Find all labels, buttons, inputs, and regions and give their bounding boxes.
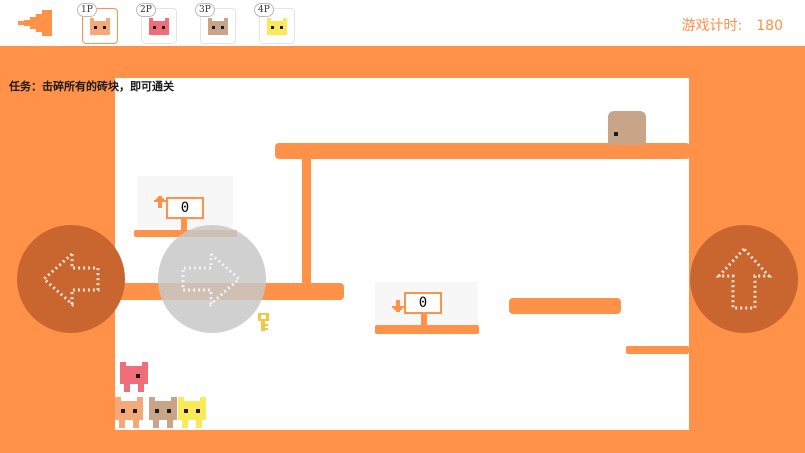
key-icon (258, 313, 269, 331)
yellow-cat (178, 397, 206, 428)
jump-button[interactable] (689, 224, 799, 334)
jump-button-bg (690, 225, 798, 333)
top-bar (0, 0, 805, 46)
pink-cat-icon (149, 18, 169, 35)
middle-right-platform (509, 298, 621, 314)
vertical-wall (302, 156, 311, 288)
pink-cat (120, 362, 148, 392)
top-platform (275, 143, 690, 159)
move-left-button[interactable] (16, 224, 126, 334)
yellow-cat-icon (267, 18, 287, 35)
tan-cat (149, 397, 177, 428)
task-text: 任务：击碎所有的砖块，即可通关 (9, 80, 174, 93)
switch-post-down (421, 313, 427, 326)
switch-base-down (375, 325, 479, 334)
player-slot-4p[interactable]: 4P (254, 3, 295, 44)
switch-counter-down: 0 (404, 292, 442, 314)
move-right-button[interactable] (157, 224, 267, 334)
player-tag-2p: 2P (136, 3, 156, 17)
move-left-button-bg (17, 225, 125, 333)
brown-block (608, 111, 646, 145)
player-slot-2p[interactable]: 2P (136, 3, 177, 44)
switch-counter-up: 0 (166, 197, 204, 219)
back-arrow-icon[interactable] (14, 8, 54, 38)
down-arrow-small-icon (392, 300, 404, 312)
timer-label: 游戏计时: (681, 18, 743, 34)
switch-post-up (181, 218, 187, 231)
small-ledge (626, 346, 689, 354)
game-timer: 游戏计时: 180 (682, 15, 783, 35)
player-tag-1p: 1P (77, 3, 97, 17)
tan-cat-icon (208, 18, 228, 35)
move-right-button-bg (158, 225, 266, 333)
player-slot-3p[interactable]: 3P (195, 3, 236, 44)
up-arrow-small-icon (154, 196, 166, 208)
orange-cat (115, 397, 143, 428)
player-tag-4p: 4P (254, 3, 274, 17)
brown-block-eye (614, 132, 618, 136)
player-tag-3p: 3P (195, 3, 215, 17)
timer-value: 180 (756, 18, 783, 34)
player-slot-1p[interactable]: 1P (77, 3, 118, 44)
orange-cat-icon (90, 18, 110, 35)
